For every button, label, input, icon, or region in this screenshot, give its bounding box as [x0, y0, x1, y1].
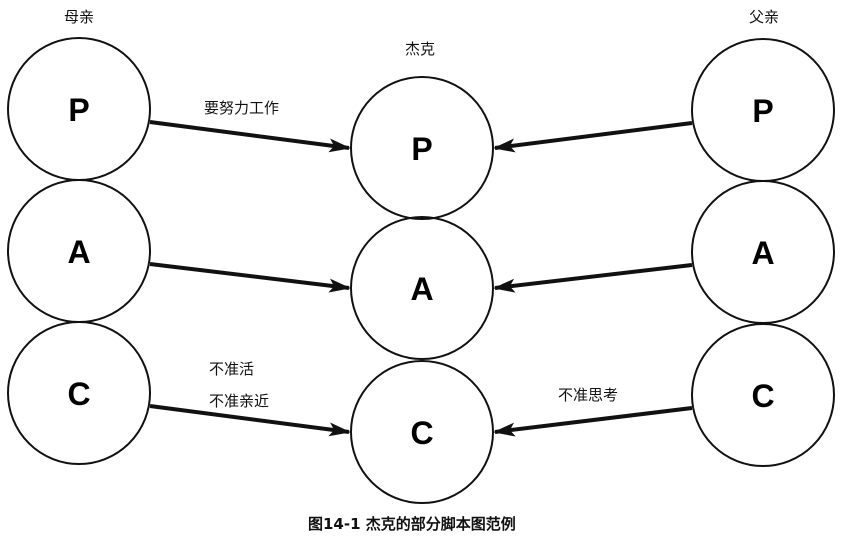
- father-c-circle: [691, 323, 835, 467]
- edge-label-mother-c-line2: 不准亲近: [209, 392, 270, 410]
- arrow-father-c-to-jack-c: [493, 406, 693, 437]
- mother-c-circle: [7, 321, 151, 465]
- arrow-father-p-to-jack-p: [493, 121, 693, 153]
- edge-label-mother-p: 要努力工作: [204, 99, 280, 117]
- mother-title: 母亲: [64, 8, 95, 26]
- jack-c-circle: [350, 360, 494, 504]
- jack-p-letter: P: [411, 131, 432, 167]
- edge-label-father-c: 不准思考: [558, 386, 619, 404]
- father-column: P A C: [691, 38, 835, 467]
- father-c-letter: C: [751, 378, 774, 414]
- figure-caption: 图14-1 杰克的部分脚本图范例: [308, 515, 516, 533]
- edge-label-mother-c-line1: 不准活: [209, 360, 255, 378]
- jack-p-circle: [350, 76, 494, 220]
- arrow-mother-c-to-jack-c: [149, 404, 351, 437]
- father-p-letter: P: [752, 93, 773, 129]
- arrow-father-a-to-jack-a: [493, 263, 693, 293]
- arrow-mother-p-to-jack-p: [149, 120, 351, 153]
- mother-column: P A C: [7, 37, 151, 465]
- arrow-mother-a-to-jack-a: [149, 262, 351, 293]
- jack-column: P A C: [350, 76, 494, 504]
- jack-a-letter: A: [410, 271, 433, 307]
- father-a-letter: A: [751, 235, 774, 271]
- jack-a-circle: [350, 216, 494, 360]
- mother-c-letter: C: [67, 376, 90, 412]
- mother-p-letter: P: [68, 92, 89, 128]
- mother-a-letter: A: [67, 234, 90, 270]
- jack-c-letter: C: [410, 415, 433, 451]
- father-title: 父亲: [749, 8, 780, 26]
- jack-title: 杰克: [405, 40, 436, 58]
